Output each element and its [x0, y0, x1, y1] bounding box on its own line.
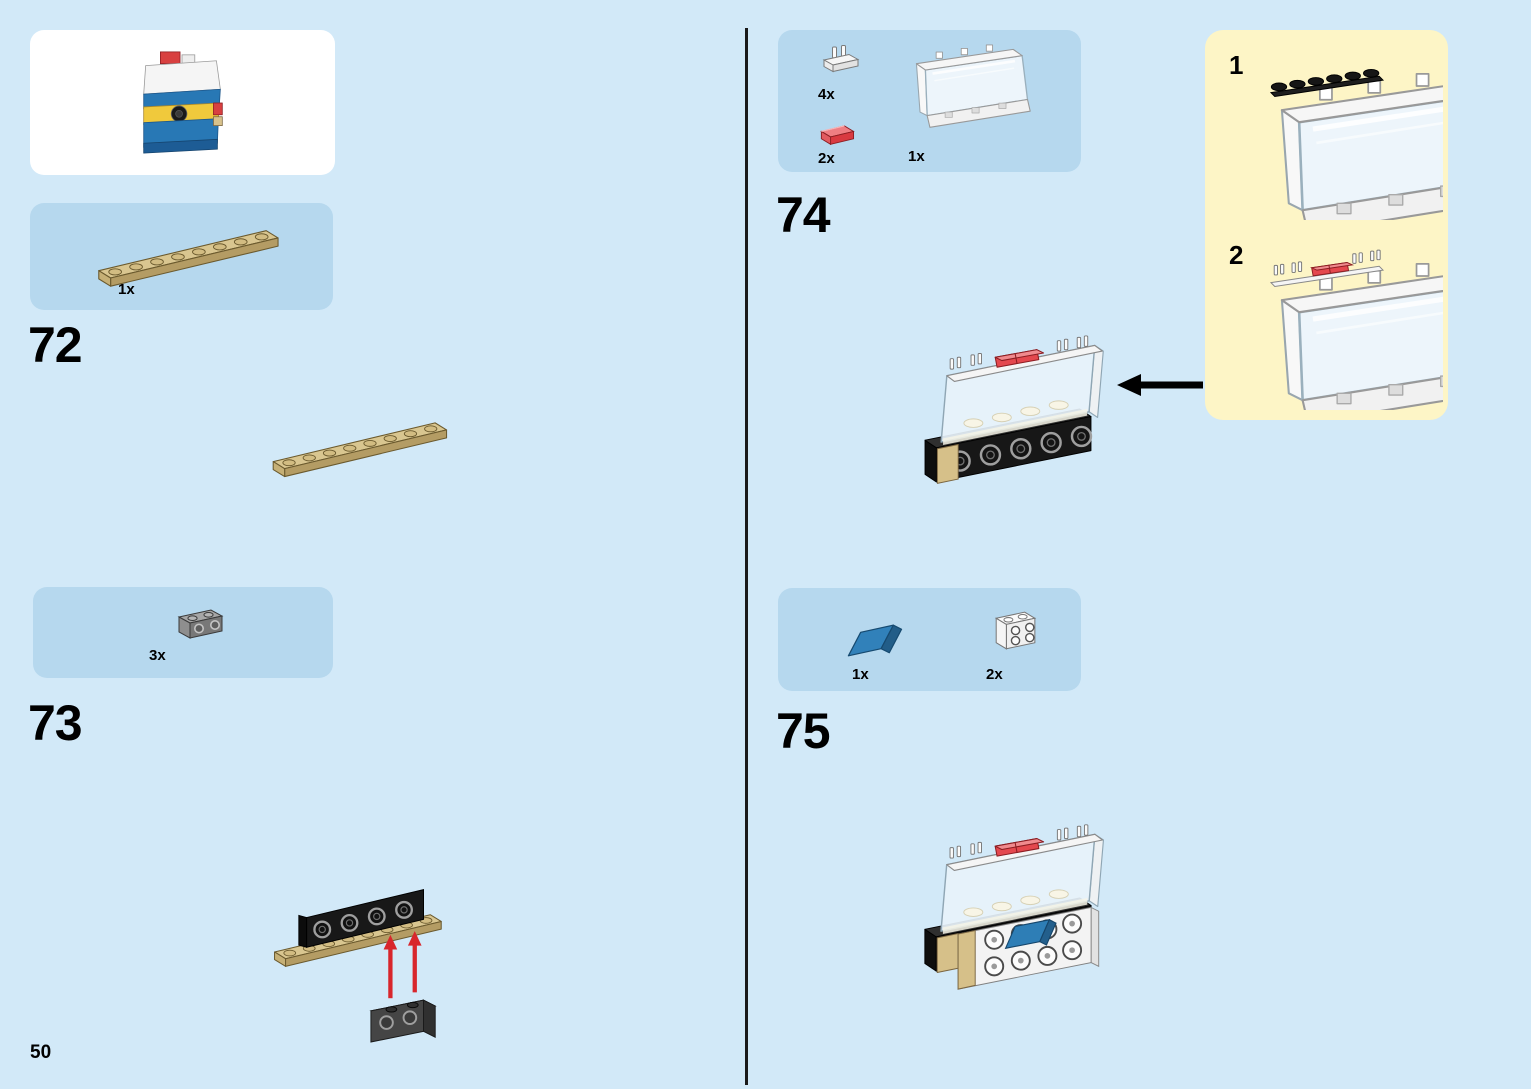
substep-callout-panel: 1 2	[1205, 30, 1448, 420]
column-divider	[745, 28, 748, 1085]
white-side-stud-brick-icon	[986, 602, 1042, 661]
part-count-label: 1x	[908, 148, 925, 165]
step-72-diagram	[260, 400, 458, 488]
step-73-parts-callout: 3x	[33, 587, 333, 678]
blue-slope-icon	[840, 618, 912, 664]
part-count-label: 3x	[149, 647, 166, 664]
step-75-parts-callout: 1x 2x	[778, 588, 1081, 691]
black-arrow-left-icon	[1117, 374, 1203, 396]
red-arrow-up-icon	[383, 931, 422, 999]
substep-2-label: 2	[1229, 240, 1244, 270]
part-count-label: 1x	[852, 666, 869, 683]
step-75-number: 75	[776, 703, 831, 759]
step-73-number: 73	[28, 695, 83, 751]
gray-side-stud-brick-icon	[161, 595, 241, 650]
windscreen-icon	[900, 44, 1035, 147]
model-preview-image	[142, 51, 223, 154]
substep-1-diagram	[1269, 68, 1443, 220]
white-brick-lower-section	[957, 906, 1100, 990]
step-74-parts-callout: 4x 2x 1x	[778, 30, 1081, 172]
part-count-label: 2x	[818, 150, 835, 167]
tan-1x8-plate-icon	[85, 207, 290, 298]
tan-plate-on-black-bricks	[275, 889, 442, 967]
step-75-diagram	[903, 745, 1131, 990]
blue-slope-piece	[1004, 919, 1057, 950]
substep-2-diagram	[1269, 249, 1443, 410]
step-72-number: 72	[28, 317, 83, 373]
part-count-label: 2x	[986, 666, 1003, 683]
step-72-parts-callout: 1x	[30, 203, 333, 310]
part-count-label: 1x	[118, 281, 135, 298]
white-clip-plate-icon	[816, 40, 862, 80]
gray-side-stud-brick-lower	[369, 999, 437, 1043]
model-preview-panel	[30, 30, 335, 175]
step-74-number: 74	[776, 187, 831, 243]
part-count-label: 4x	[818, 86, 835, 103]
substep-1-label: 1	[1229, 50, 1244, 80]
page-number: 50	[30, 1042, 52, 1063]
trans-red-plate-icon	[814, 112, 860, 149]
step-73-diagram	[256, 889, 480, 1043]
step-74-diagram	[903, 298, 1131, 499]
